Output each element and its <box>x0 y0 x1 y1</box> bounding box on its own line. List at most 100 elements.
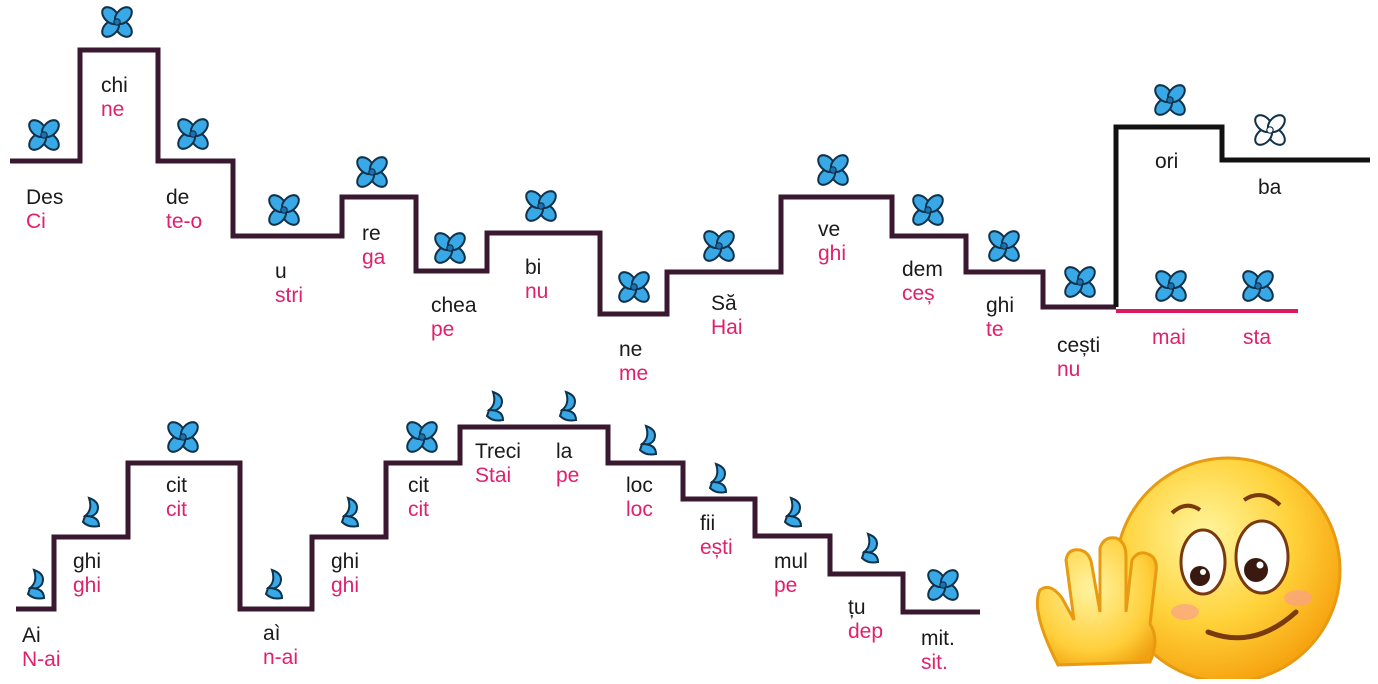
row1-black-upper-path <box>1113 124 1370 307</box>
syllable-bottom: nu <box>1057 358 1081 381</box>
syllable-top: Să <box>711 292 737 315</box>
petal-bud-icon <box>860 532 880 564</box>
four-petal-flower-icon <box>268 194 300 226</box>
syllable-top: ne <box>619 338 643 361</box>
row2-syllable: cit cit <box>166 474 187 522</box>
four-petal-flower-icon <box>988 230 1020 262</box>
syllable-top: cit <box>408 474 429 497</box>
syllable-bottom: mai <box>1152 326 1186 349</box>
syllable-bottom: pe <box>556 464 580 487</box>
four-petal-flower-icon <box>703 230 735 262</box>
row2-syllable: la pe <box>556 440 579 488</box>
syllable-bottom: cit <box>166 498 187 521</box>
syllable-bottom: Hai <box>711 316 743 339</box>
row1-syllable: ori <box>1155 150 1178 174</box>
four-petal-flower-icon <box>167 421 199 453</box>
four-petal-flower-icon <box>1064 266 1096 298</box>
four-petal-flower-icon <box>817 154 849 186</box>
four-petal-flower-icon <box>927 569 959 601</box>
syllable-top: Des <box>26 186 64 209</box>
syllable-bottom: pe <box>431 318 455 341</box>
syllable-bottom: dep <box>848 620 884 643</box>
waving-smiley-emoji-icon <box>1035 456 1342 684</box>
syllable-bottom: pe <box>774 574 798 597</box>
row1-syllable: chi ne <box>101 74 128 122</box>
row1-staircase-path <box>10 47 1116 317</box>
row1-syllable: mai <box>1152 326 1186 350</box>
syllable-top: țu <box>848 596 866 619</box>
syllable-bottom: me <box>619 362 649 385</box>
row2-syllable: ghi ghi <box>73 550 101 598</box>
row2-syllable: Ai N-ai <box>22 624 61 672</box>
row1-syllable: chea pe <box>431 294 477 342</box>
row1-syllable: ghi te <box>986 294 1014 342</box>
row1-syllable: cești nu <box>1057 334 1100 382</box>
syllable-bottom: sta <box>1243 326 1272 349</box>
four-petal-flower-icon <box>28 119 60 151</box>
syllable-top: de <box>166 186 190 209</box>
syllable-bottom: ghi <box>818 242 847 265</box>
syllable-bottom: ga <box>362 246 386 269</box>
syllable-top: Treci <box>475 440 521 463</box>
syllable-bottom: te <box>986 318 1004 341</box>
row1-syllable: ba <box>1258 176 1281 200</box>
syllable-bottom: ghi <box>331 574 360 597</box>
row2-syllable: cit cit <box>408 474 429 522</box>
syllable-top: ghi <box>986 294 1015 317</box>
petal-bud-icon <box>708 462 728 494</box>
syllable-bottom: ceș <box>902 282 935 305</box>
syllable-bottom: stri <box>275 284 303 307</box>
four-petal-flower-icon <box>912 194 944 226</box>
row1-syllable: de te-o <box>166 186 202 234</box>
row1-syllable: ne me <box>619 338 648 386</box>
four-petal-flower-icon <box>1154 84 1186 116</box>
row2-syllable: mul pe <box>774 550 808 598</box>
four-petal-flower-outline-icon <box>1254 114 1286 146</box>
four-petal-flower-icon <box>356 156 388 188</box>
syllable-bottom: N-ai <box>22 648 61 671</box>
syllable-top: bi <box>525 256 542 279</box>
syllable-top: cești <box>1057 334 1101 357</box>
four-petal-flower-icon <box>1155 270 1187 302</box>
syllable-top: aì <box>263 622 281 645</box>
four-petal-flower-icon <box>101 6 133 38</box>
syllable-bottom: Stai <box>475 464 512 487</box>
row2-syllable: loc loc <box>626 474 653 522</box>
four-petal-flower-icon <box>177 118 209 150</box>
syllable-top: ve <box>818 218 841 241</box>
syllable-top: mul <box>774 550 808 573</box>
row1-syllable: bi nu <box>525 256 548 304</box>
four-petal-flower-icon <box>525 190 557 222</box>
syllable-bottom: Ci <box>26 210 46 233</box>
syllable-top: Ai <box>22 624 41 647</box>
syllable-top: ori <box>1155 150 1179 173</box>
syllable-top: ba <box>1258 176 1282 199</box>
row1-syllable: Să Hai <box>711 292 743 340</box>
syllable-top: mit. <box>921 627 955 650</box>
syllable-bottom: te-o <box>166 210 203 233</box>
row1-syllable: sta <box>1243 326 1271 350</box>
syllable-top: chi <box>101 74 128 97</box>
petal-bud-icon <box>26 568 46 600</box>
row2-syllable: ghi ghi <box>331 550 359 598</box>
petal-bud-icon <box>264 568 284 600</box>
four-petal-flower-icon <box>434 232 466 264</box>
petal-bud-icon <box>340 496 360 528</box>
syllable-bottom: sit. <box>921 651 948 674</box>
syllable-bottom: cit <box>408 498 429 521</box>
petal-bud-icon <box>558 390 578 422</box>
petal-bud-icon <box>485 390 505 422</box>
row2-syllable: țu dep <box>848 596 883 644</box>
syllable-top: la <box>556 440 573 463</box>
row2-syllable: Treci Stai <box>475 440 521 488</box>
row2-staircase-path <box>16 424 980 615</box>
row1-syllable: Des Ci <box>26 186 63 234</box>
row1-syllable: dem ceș <box>902 258 943 306</box>
four-petal-flower-icon <box>618 271 650 303</box>
syllable-bottom: loc <box>626 498 653 521</box>
row2-syllable: aì n-ai <box>263 622 298 670</box>
petal-bud-icon <box>638 424 658 456</box>
syllable-top: re <box>362 222 381 245</box>
